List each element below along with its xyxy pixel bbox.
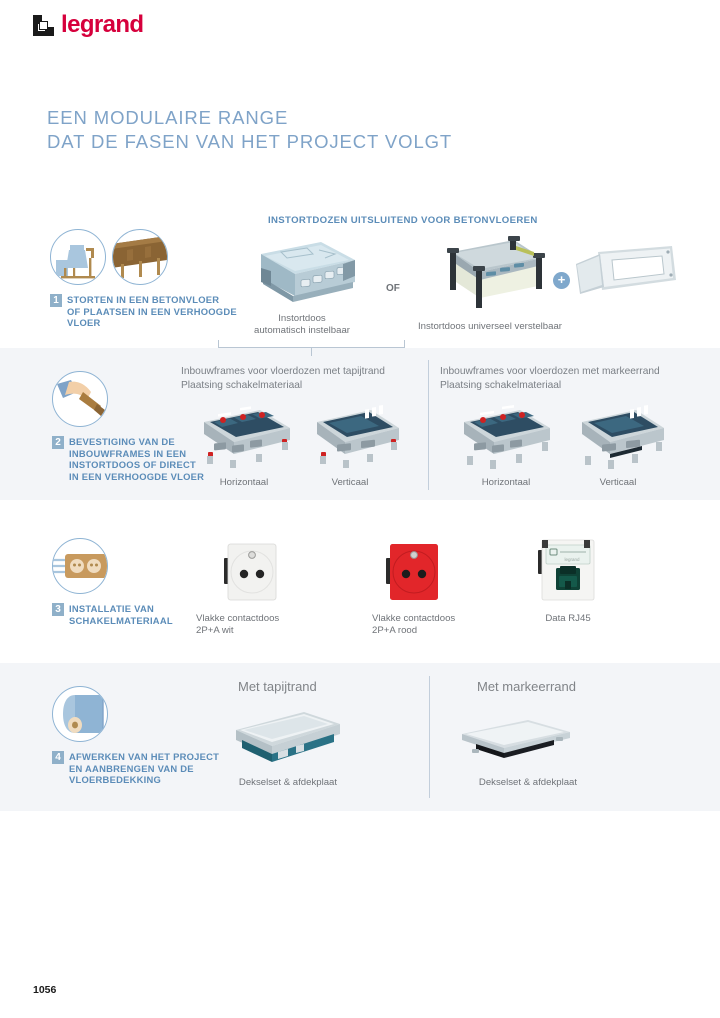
step-4: 4 AFWERKEN VAN HET PROJECT EN AANBRENGEN… <box>52 686 219 786</box>
step-3: 3 INSTALLATIE VAN SCHAKELMATERIAAL <box>52 538 173 626</box>
step-4-label: AFWERKEN VAN HET PROJECT EN AANBRENGEN V… <box>69 751 220 786</box>
product-data-rj45-image: legrand <box>534 536 602 606</box>
plus-icon: + <box>553 272 570 289</box>
legrand-logo-mark-icon <box>33 14 54 36</box>
step-2-label: BEVESTIGING VAN DE INBOUWFRAMES IN EEN I… <box>69 436 205 482</box>
product-contactdoos-rood-image <box>378 540 442 606</box>
step-4-caption: 4 AFWERKEN VAN HET PROJECT EN AANBRENGEN… <box>52 751 219 786</box>
inbouwframe-markeerrand-verticaal-image <box>570 404 670 472</box>
step-1-label: STORTEN IN EEN BETONVLOER OF PLAATSEN IN… <box>67 294 237 329</box>
svg-text:legrand: legrand <box>564 557 580 562</box>
connector-of-label: OF <box>386 283 400 294</box>
step-1-caption: 1 STORTEN IN EEN BETONVLOER OF PLAATSEN … <box>50 294 237 329</box>
step-1: 1 STORTEN IN EEN BETONVLOER OF PLAATSEN … <box>50 229 237 329</box>
inbouwframe-markeerrand-horizontaal-image <box>450 404 558 472</box>
inbouwframe-tapijtrand-verticaal-image <box>305 404 405 472</box>
legrand-logo-text: legrand <box>61 11 144 38</box>
step-3-icons <box>52 538 173 594</box>
socket-outlet-icon <box>52 538 108 594</box>
inbouwframe-tapijtrand-verticaal-caption: Verticaal <box>331 477 369 488</box>
product-contactdoos-wit-caption: Vlakke contactdoos 2P+A wit <box>196 613 280 637</box>
inbouwframe-tapijtrand-horizontaal-image <box>190 404 298 472</box>
product-contactdoos-wit-image <box>216 540 280 606</box>
inbouwframe-tapijtrand-horizontaal-caption: Horizontaal <box>219 477 269 488</box>
step-2-icons <box>52 371 204 427</box>
product-instortdoos-auto-image <box>243 238 361 310</box>
step-1-icons <box>50 229 237 285</box>
grouping-bracket-stem <box>311 348 312 356</box>
legrand-logo: legrand <box>33 11 144 38</box>
step-2: 2 BEVESTIGING VAN DE INBOUWFRAMES IN EEN… <box>52 371 204 482</box>
hand-with-tool-icon <box>52 371 108 427</box>
section-3-band <box>0 500 720 663</box>
product-dekselset-tapijtrand-image <box>226 708 348 768</box>
section-1-heading: INSTORTDOZEN UITSLUITEND VOOR BETONVLOER… <box>268 215 538 226</box>
section-4-column-1-heading: Met tapijtrand <box>238 679 317 694</box>
inbouwframe-markeerrand-horizontaal-caption: Horizontaal <box>481 477 531 488</box>
raised-floor-icon <box>112 229 168 285</box>
step-2-caption: 2 BEVESTIGING VAN DE INBOUWFRAMES IN EEN… <box>52 436 204 482</box>
product-contactdoos-rood-caption: Vlakke contactdoos 2P+A rood <box>372 613 456 637</box>
step-3-number: 3 <box>52 603 64 616</box>
product-instortdoos-universeel-image <box>430 232 552 312</box>
product-data-rj45-caption: Data RJ45 <box>545 613 591 624</box>
step-3-caption: 3 INSTALLATIE VAN SCHAKELMATERIAAL <box>52 603 173 626</box>
product-instortdoos-universeel-caption: Instortdoos universeel verstelbaar <box>418 321 562 332</box>
section-4-divider <box>429 676 430 798</box>
inbouwframe-markeerrand-verticaal-caption: Verticaal <box>599 477 637 488</box>
section-2-column-1-heading: Inbouwframes voor vloerdozen met tapijtr… <box>181 366 385 391</box>
carpet-roll-icon <box>52 686 108 742</box>
step-1-number: 1 <box>50 294 62 307</box>
product-dekselset-markeerrand-caption: Dekselset & afdekplaat <box>478 777 578 788</box>
page-number: 1056 <box>33 984 57 996</box>
grouping-bracket <box>218 340 405 348</box>
concrete-mixer-icon <box>50 229 106 285</box>
step-4-icons <box>52 686 219 742</box>
product-dekselset-tapijtrand-caption: Dekselset & afdekplaat <box>238 777 338 788</box>
product-afdekkader-image <box>572 244 684 300</box>
page-title: EEN MODULAIRE RANGE DAT DE FASEN VAN HET… <box>47 107 453 152</box>
step-3-label: INSTALLATIE VAN SCHAKELMATERIAAL <box>69 603 173 626</box>
product-instortdoos-auto-caption: Instortdoos automatisch instelbaar <box>254 313 350 337</box>
step-4-number: 4 <box>52 751 64 764</box>
section-2-divider <box>428 360 429 490</box>
product-dekselset-markeerrand-image <box>456 718 578 764</box>
section-4-band <box>0 663 720 811</box>
section-2-column-2-heading: Inbouwframes voor vloerdozen met markeer… <box>440 366 660 391</box>
section-4-column-2-heading: Met markeerrand <box>477 679 576 694</box>
step-2-number: 2 <box>52 436 64 449</box>
